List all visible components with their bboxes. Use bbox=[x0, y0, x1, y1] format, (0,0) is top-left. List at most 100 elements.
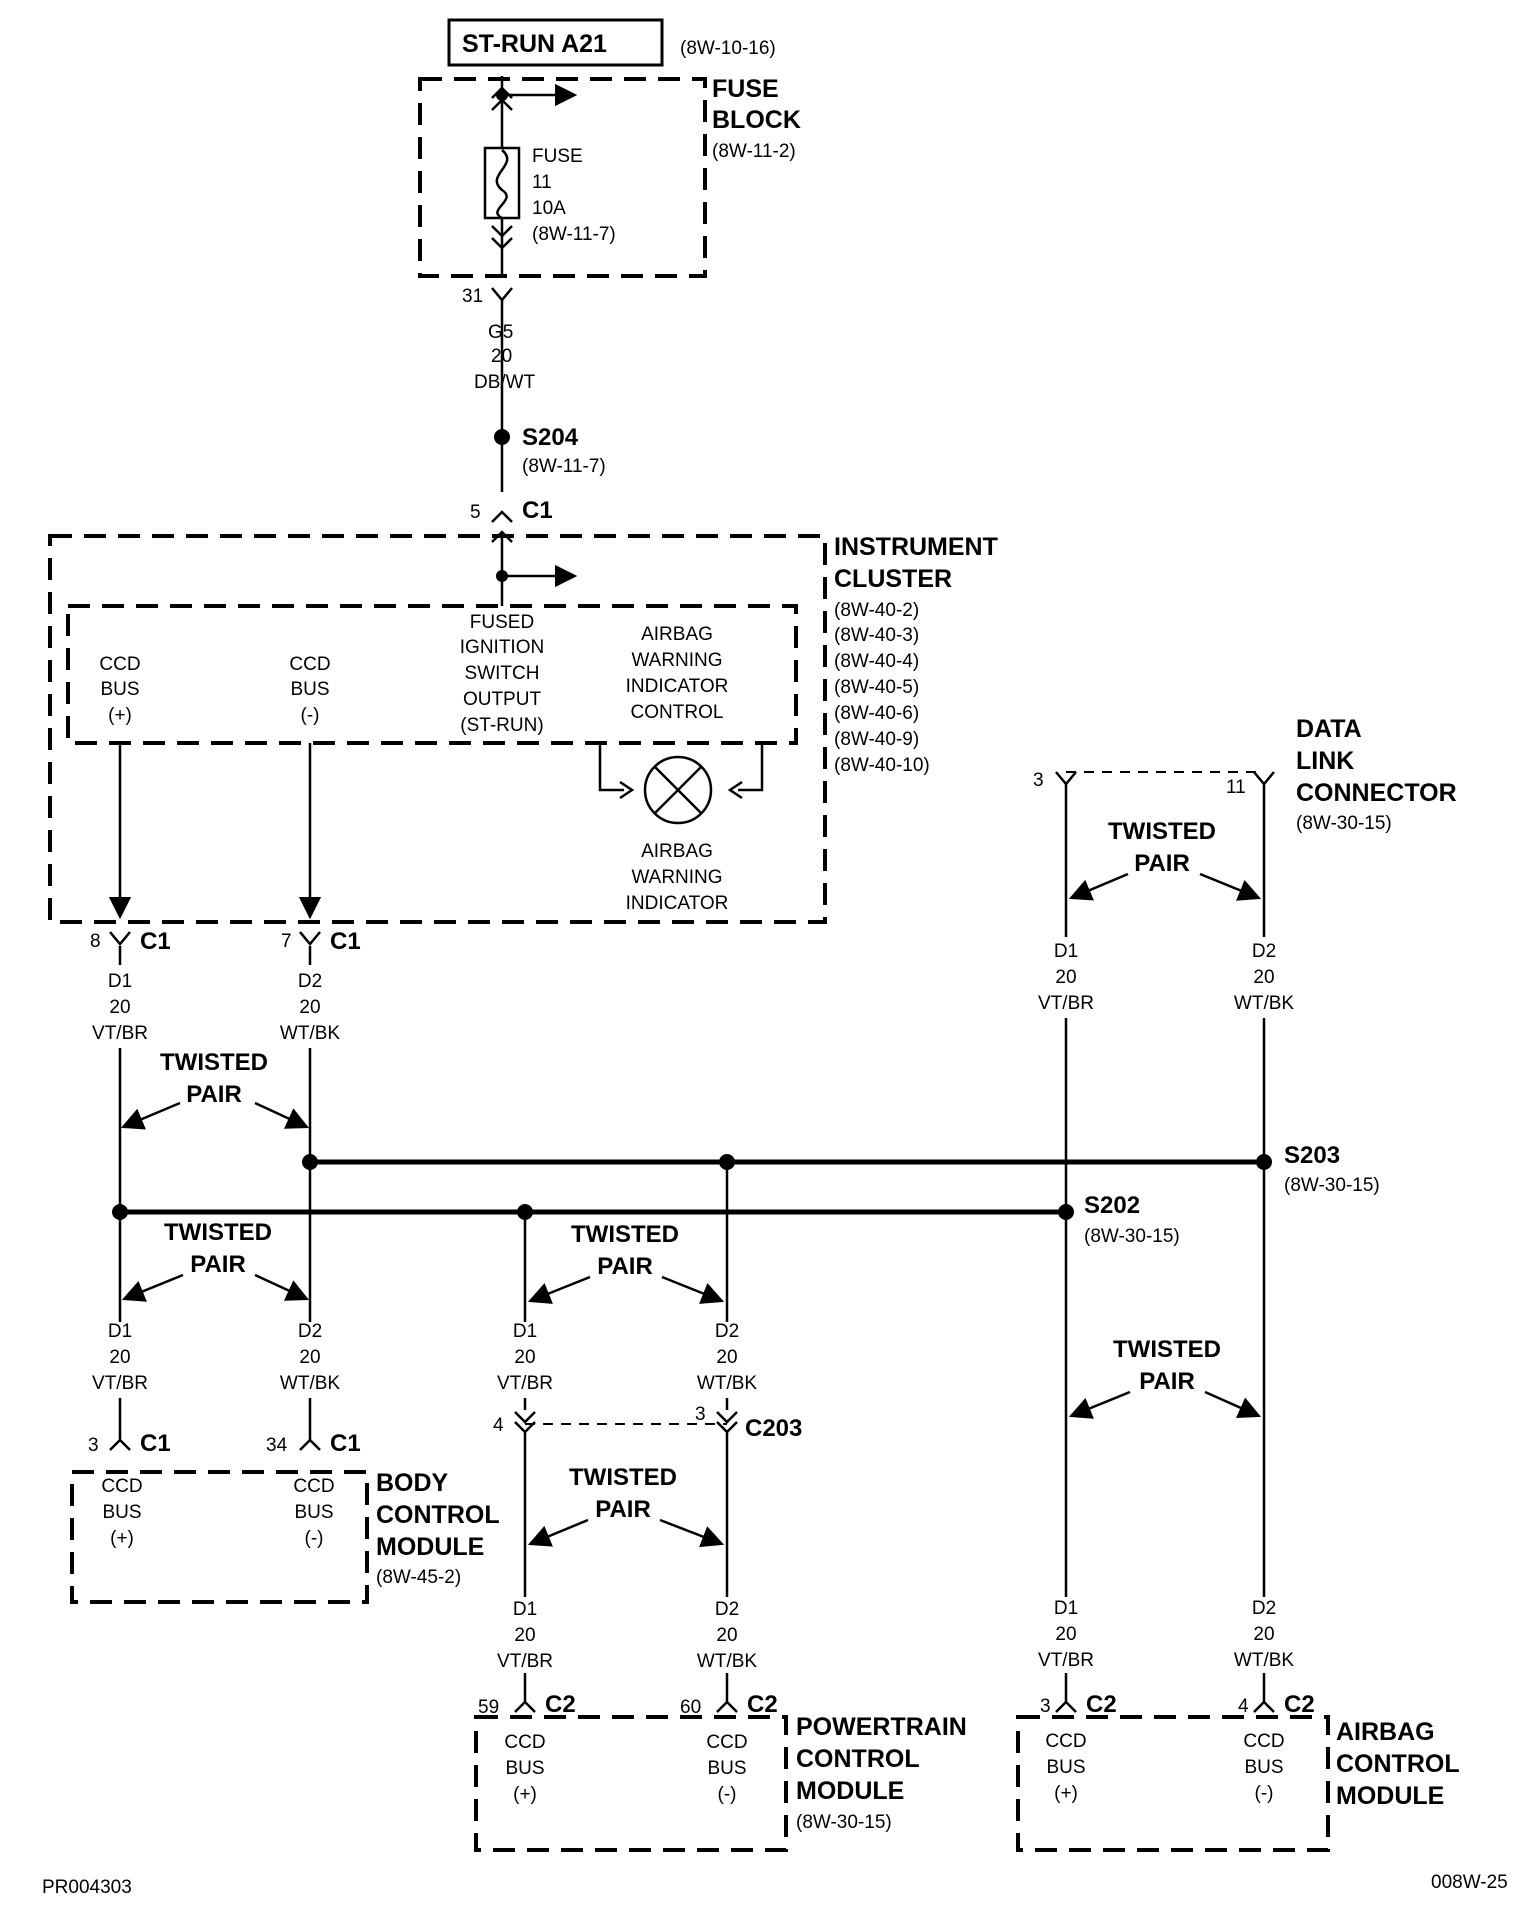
acm-pin-3: 3 bbox=[1040, 1696, 1051, 1717]
fuse-line-1: FUSE bbox=[532, 146, 583, 167]
dlc-d2-gauge: 20 bbox=[1253, 967, 1274, 988]
ic-d1-gauge: 20 bbox=[109, 997, 130, 1018]
ic-fused-4: OUTPUT bbox=[463, 689, 542, 710]
splice-dot bbox=[719, 1154, 735, 1170]
splice-s202-dot bbox=[1058, 1204, 1074, 1220]
ic-ccd-plus-3: (+) bbox=[108, 705, 132, 726]
twisted-pair-4-line-2: PAIR bbox=[597, 1253, 653, 1280]
pcm-d2-gauge: 20 bbox=[716, 1625, 737, 1646]
dlc-pin-11: 11 bbox=[1226, 777, 1246, 798]
connector-c203: 4 3 C203 bbox=[493, 1404, 802, 1442]
data-link-connector: 3 11 DATA LINK CONNECTOR (8W-30-15) bbox=[1033, 715, 1457, 834]
powertrain-control-module: 59 C2 60 C2 CCD BUS (+) CCD BUS (-) POWE… bbox=[474, 1691, 967, 1852]
ic-airbag-ctrl-2: WARNING bbox=[631, 650, 722, 671]
ic-ref-4: (8W-40-5) bbox=[834, 677, 919, 698]
splice-dot bbox=[112, 1204, 128, 1220]
ic-conn-c1: C1 bbox=[522, 497, 553, 524]
splice-s202-ref: (8W-30-15) bbox=[1084, 1226, 1180, 1247]
bcm-c1-plus: C1 bbox=[140, 1430, 171, 1457]
ic-fused-1: FUSED bbox=[470, 612, 534, 633]
c203-d1-circuit: D1 bbox=[513, 1321, 537, 1342]
ic-ref-6: (8W-40-9) bbox=[834, 729, 919, 750]
pcm-d2-circuit: D2 bbox=[715, 1599, 739, 1620]
ic-d1-circuit: D1 bbox=[108, 971, 132, 992]
ic-fused-3: SWITCH bbox=[465, 663, 540, 684]
ic-ccd-minus-1: CCD bbox=[289, 654, 330, 675]
ic-airbag-ctrl-1: AIRBAG bbox=[641, 624, 713, 645]
ic-c1-plus: C1 bbox=[140, 928, 171, 955]
bcm-ccd-plus-3: (+) bbox=[110, 1528, 134, 1549]
airbag-control-module: 3 C2 4 C2 CCD BUS (+) CCD BUS (-) AIRBAG… bbox=[1016, 1691, 1460, 1852]
ic-d2-gauge: 20 bbox=[299, 997, 320, 1018]
acm-title-1: AIRBAG bbox=[1336, 1718, 1435, 1746]
splice-s203-ref: (8W-30-15) bbox=[1284, 1175, 1380, 1196]
airbag-warning-lamp-icon bbox=[643, 755, 713, 825]
footer-right-code: 008W-25 bbox=[1431, 1872, 1508, 1893]
ic-airbag-ind-3: INDICATOR bbox=[626, 893, 729, 914]
bcm-ref: (8W-45-2) bbox=[376, 1567, 461, 1588]
fuse-block-title-2: BLOCK bbox=[712, 106, 801, 134]
bcm-ccd-minus-1: CCD bbox=[293, 1476, 334, 1497]
pcm-d1-circuit: D1 bbox=[513, 1599, 537, 1620]
bcm-title-1: BODY bbox=[376, 1469, 449, 1497]
acm-ccd-minus-2: BUS bbox=[1244, 1757, 1283, 1778]
acm-c2-minus: C2 bbox=[1284, 1691, 1315, 1718]
fuse-pin-31: 31 bbox=[462, 286, 483, 307]
twisted-pair-4-line-1: TWISTED bbox=[571, 1221, 679, 1248]
fuse-line-3: 10A bbox=[532, 198, 566, 219]
dlc-d2-color: WT/BK bbox=[1234, 993, 1294, 1014]
acm-c2-plus: C2 bbox=[1086, 1691, 1117, 1718]
ic-fused-2: IGNITION bbox=[460, 637, 544, 658]
pcm-ccd-plus-3: (+) bbox=[513, 1784, 537, 1805]
acm-ccd-minus-3: (-) bbox=[1255, 1783, 1274, 1804]
connector-pin-8-icon bbox=[109, 931, 131, 946]
ic-title-1: INSTRUMENT bbox=[834, 533, 998, 561]
wire-g5-color: DB/WT bbox=[474, 372, 536, 393]
body-control-module: 3 C1 34 C1 CCD BUS (+) CCD BUS (-) BODY … bbox=[70, 1430, 500, 1604]
wire-runs bbox=[118, 784, 1266, 1702]
c203-d2-circuit: D2 bbox=[715, 1321, 739, 1342]
pcm-pin-59: 59 bbox=[478, 1697, 499, 1718]
pcm-ref: (8W-30-15) bbox=[796, 1812, 892, 1833]
ic-pin-7: 7 bbox=[281, 931, 292, 952]
dlc-d1-color: VT/BR bbox=[1038, 993, 1094, 1014]
bcm-d2-gauge: 20 bbox=[299, 1347, 320, 1368]
ic-fused-5: (ST-RUN) bbox=[460, 715, 543, 736]
pcm-title-1: POWERTRAIN bbox=[796, 1713, 967, 1741]
splice-s204-ref: (8W-11-7) bbox=[522, 456, 606, 477]
twisted-pair-6-line-2: PAIR bbox=[595, 1496, 651, 1523]
source-label-box: ST-RUN A21 bbox=[447, 18, 664, 67]
acm-ccd-plus-2: BUS bbox=[1046, 1757, 1085, 1778]
wire-g5-circuit: G5 bbox=[488, 322, 513, 343]
c203-label: C203 bbox=[745, 1415, 802, 1442]
ic-c1-minus: C1 bbox=[330, 928, 361, 955]
pcm-d1-color: VT/BR bbox=[497, 1651, 553, 1672]
ic-title-2: CLUSTER bbox=[834, 565, 952, 593]
splice-dot bbox=[302, 1154, 318, 1170]
ic-ccd-plus-2: BUS bbox=[100, 679, 139, 700]
c203-d1-gauge: 20 bbox=[514, 1347, 535, 1368]
dlc-title-2: LINK bbox=[1296, 747, 1354, 775]
pcm-ccd-plus-2: BUS bbox=[505, 1758, 544, 1779]
acm-d2-color: WT/BK bbox=[1234, 1650, 1294, 1671]
connector-pin-7-icon bbox=[299, 931, 321, 946]
pcm-pin-60: 60 bbox=[680, 1697, 701, 1718]
footer-left-code: PR004303 bbox=[42, 1877, 132, 1898]
twisted-pair-2: TWISTED PAIR bbox=[1068, 818, 1262, 901]
ic-d1-color: VT/BR bbox=[92, 1023, 148, 1044]
dlc-ref: (8W-30-15) bbox=[1296, 813, 1392, 834]
twisted-pair-2-line-2: PAIR bbox=[1134, 850, 1190, 877]
twisted-pair-2-line-1: TWISTED bbox=[1108, 818, 1216, 845]
c203-d2-color: WT/BK bbox=[697, 1373, 757, 1394]
bcm-c1-minus: C1 bbox=[330, 1430, 361, 1457]
dlc-title-3: CONNECTOR bbox=[1296, 779, 1457, 807]
connector-pin-31-icon bbox=[491, 287, 513, 302]
bcm-ccd-plus-1: CCD bbox=[101, 1476, 142, 1497]
ic-ref-7: (8W-40-10) bbox=[834, 755, 930, 776]
pcm-title-2: CONTROL bbox=[796, 1745, 920, 1773]
acm-ccd-plus-1: CCD bbox=[1045, 1731, 1086, 1752]
fuse-block-ref: (8W-11-2) bbox=[712, 141, 796, 162]
ic-ref-1: (8W-40-2) bbox=[834, 600, 919, 621]
ic-d2-circuit: D2 bbox=[298, 971, 322, 992]
